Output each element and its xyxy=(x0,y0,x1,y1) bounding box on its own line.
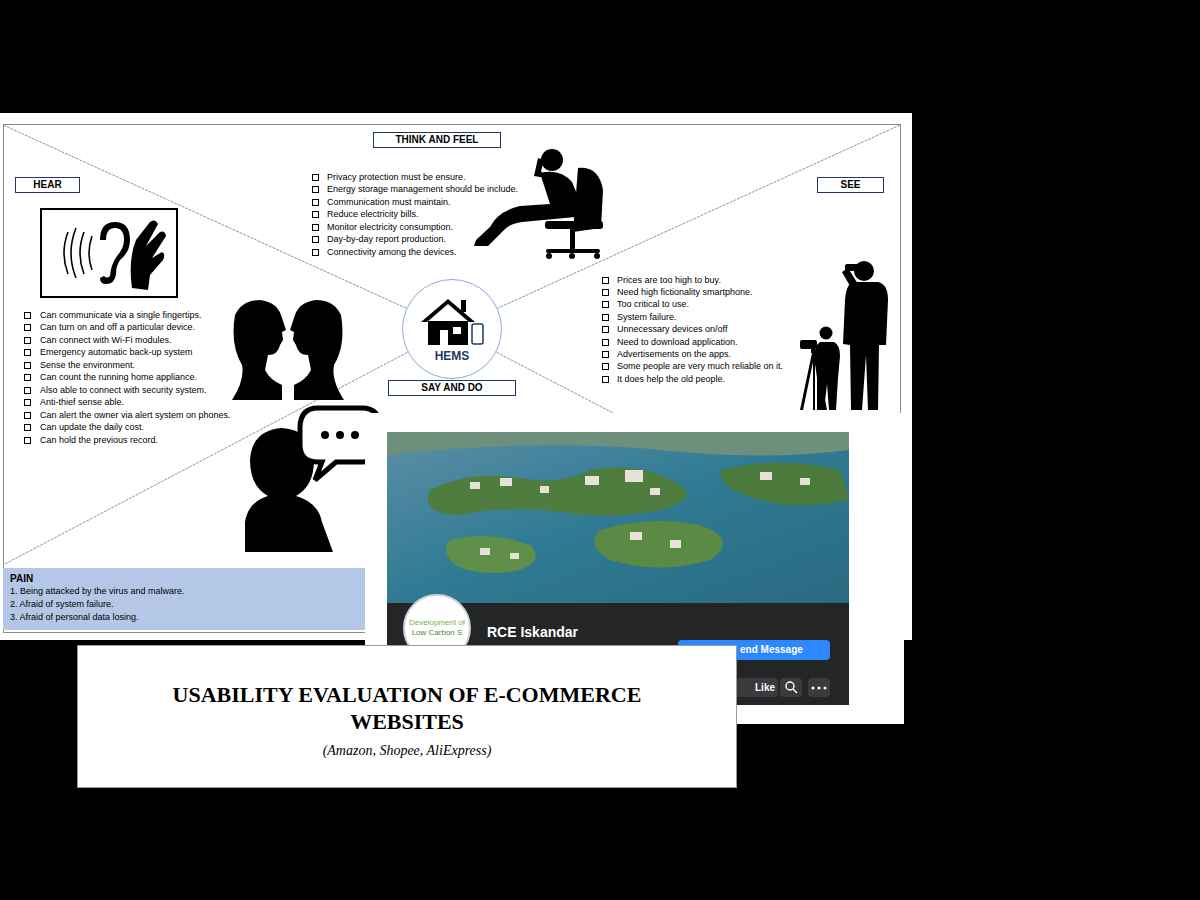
checkbox-icon xyxy=(602,326,609,333)
list-item: Anti-thief sense able. xyxy=(40,397,124,408)
list-item: Need to download application. xyxy=(617,337,738,348)
list-item: Communication must maintain. xyxy=(327,197,451,208)
node-text: Like xyxy=(755,682,775,694)
list-item: Energy storage management should be incl… xyxy=(327,184,518,195)
list-item: Need high fictionality smartphone. xyxy=(617,287,753,298)
checkbox-icon xyxy=(24,412,31,419)
checkbox-icon xyxy=(312,186,319,193)
list-item: Monitor electricity consumption. xyxy=(327,222,453,233)
list-item: Can count the running home appliance. xyxy=(40,372,197,383)
section-label-box: SEE xyxy=(817,177,884,193)
checkbox-icon xyxy=(24,324,31,331)
list-item: Can communicate via a single fingertips. xyxy=(40,310,202,321)
list-item: Connectivity among the devices. xyxy=(327,247,457,258)
list-item: Can turn on and off a particular device. xyxy=(40,322,195,333)
checkbox-icon xyxy=(24,437,31,444)
checkbox-icon xyxy=(24,362,31,369)
list-item: Reduce electricity bills. xyxy=(327,209,419,220)
checkbox-icon xyxy=(602,301,609,308)
pain-band: PAIN1. Being attacked by the virus and m… xyxy=(3,568,365,630)
checkbox-icon xyxy=(24,424,31,431)
node-text: 1. Being attacked by the virus and malwa… xyxy=(10,585,358,598)
list-item: Some people are very much reliable on it… xyxy=(617,361,783,372)
page-name: RCE Iskandar xyxy=(487,624,578,640)
node-text: PAIN xyxy=(10,572,358,585)
list-item: Unnecessary devices on/off xyxy=(617,324,727,335)
checkbox-icon xyxy=(312,224,319,231)
checkbox-icon xyxy=(602,277,609,284)
checkbox-icon xyxy=(602,339,609,346)
checkbox-icon xyxy=(24,349,31,356)
checkbox-icon xyxy=(312,174,319,181)
node-text: 2. Afraid of system failure. xyxy=(10,598,358,611)
list-item: Too critical to use. xyxy=(617,299,689,310)
node-text: USABILITY EVALUATION OF E-COMMERCE WEBSI… xyxy=(137,681,677,735)
list-item: Also able to connect with security syste… xyxy=(40,385,207,396)
section-label-box: HEAR xyxy=(15,177,80,193)
node-text: SAY AND DO xyxy=(421,382,482,394)
checkbox-icon xyxy=(312,236,319,243)
list-item: Can update the daily cost. xyxy=(40,422,144,433)
list-item: Can connect with Wi-Fi modules. xyxy=(40,335,172,346)
checkbox-icon xyxy=(24,337,31,344)
hems-circle: HEMS xyxy=(402,279,502,379)
checkbox-icon xyxy=(602,314,609,321)
checkbox-icon xyxy=(602,363,609,370)
list-item: Day-by-day report production. xyxy=(327,234,446,245)
list-item: Can hold the previous record. xyxy=(40,435,158,446)
checkbox-icon xyxy=(24,312,31,319)
checkbox-icon xyxy=(24,399,31,406)
checkbox-icon xyxy=(602,289,609,296)
node-text: THINK AND FEEL xyxy=(396,134,479,146)
node-text: (Amazon, Shopee, AliExpress) xyxy=(323,743,492,759)
section-label-box: SAY AND DO xyxy=(388,380,516,396)
node-text: SEE xyxy=(840,179,860,191)
empathy-map-panel xyxy=(0,113,912,640)
checkbox-icon xyxy=(312,211,319,218)
list-item: Emergency automatic back-up system xyxy=(40,347,193,358)
node-text: HEAR xyxy=(33,179,61,191)
node-text: Development of xyxy=(409,618,465,628)
checkbox-icon xyxy=(312,249,319,256)
checkbox-icon xyxy=(602,376,609,383)
section-label-box: THINK AND FEEL xyxy=(373,132,501,148)
checkbox-icon xyxy=(24,387,31,394)
list-item: Privacy protection must be ensure. xyxy=(327,172,466,183)
list-item: System failure. xyxy=(617,312,677,323)
list-item: Sense the environment. xyxy=(40,360,135,371)
list-item: Prices are too high to buy. xyxy=(617,275,721,286)
checkbox-icon xyxy=(312,199,319,206)
list-item: Can alert the owner via alert system on … xyxy=(40,410,231,421)
node-text: 3. Afraid of personal data losing. xyxy=(10,611,358,624)
list-item: It does help the old people. xyxy=(617,374,725,385)
checkbox-icon xyxy=(602,351,609,358)
node-text: end Message xyxy=(740,644,803,656)
node-text: HEMS xyxy=(435,350,470,363)
list-item: Advertisements on the apps. xyxy=(617,349,731,360)
document-title-box: USABILITY EVALUATION OF E-COMMERCE WEBSI… xyxy=(77,645,737,788)
node-text: Low Carbon S xyxy=(412,628,463,638)
checkbox-icon xyxy=(24,374,31,381)
